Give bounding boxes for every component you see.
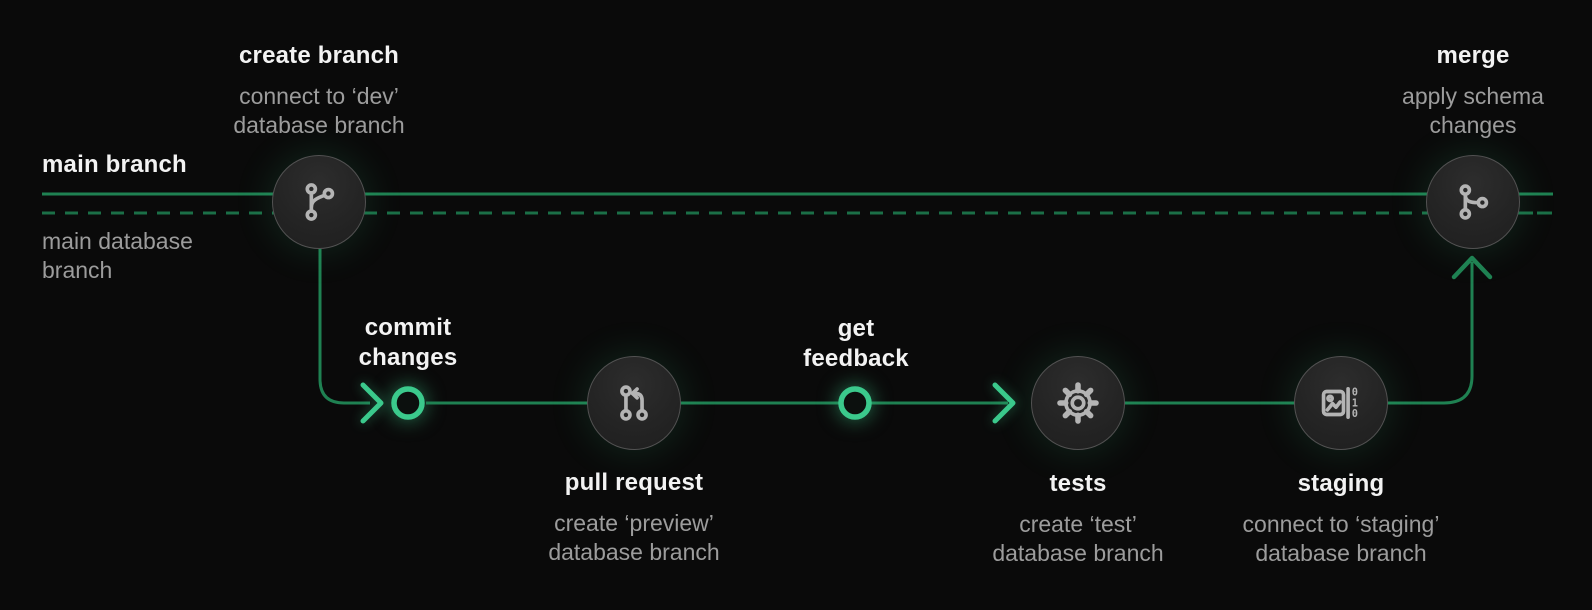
merge-approach-curve — [1388, 262, 1474, 405]
merge-title: merge — [1436, 42, 1510, 69]
node-tests — [1031, 356, 1125, 450]
arrow-right-icon — [992, 382, 1016, 424]
git-branch-icon — [305, 183, 335, 221]
svg-text:1: 1 — [1352, 397, 1358, 409]
commit-changes-title: commit changes — [358, 314, 458, 371]
gear-icon — [1057, 382, 1099, 424]
node-pull-request — [587, 356, 681, 450]
node-create-branch — [272, 155, 366, 249]
node-merge — [1426, 155, 1520, 249]
merge-subtitle: apply schema changes — [1402, 83, 1544, 138]
label-get-feedback: get feedback — [803, 314, 909, 374]
create-branch-subtitle: connect to ‘dev’ database branch — [233, 83, 405, 138]
staging-subtitle: connect to ‘staging’ database branch — [1242, 511, 1440, 566]
arrow-up-icon — [1451, 255, 1493, 280]
pull-request-title: pull request — [564, 469, 704, 496]
label-create-branch: create branch connect to ‘dev’ database … — [233, 42, 404, 140]
label-main-branch: main branch — [42, 151, 187, 179]
label-main-database-branch: main database branch — [42, 227, 193, 285]
label-commit-changes: commit changes — [359, 313, 458, 373]
commit-point-marker — [391, 386, 425, 420]
svg-text:0: 0 — [1352, 408, 1358, 420]
create-branch-title: create branch — [238, 42, 400, 69]
label-pull-request: pull request create ‘preview’ database b… — [548, 469, 719, 567]
arrow-right-icon — [360, 382, 384, 424]
main-database-branch-text: main database branch — [42, 228, 193, 283]
tests-subtitle: create ‘test’ database branch — [992, 511, 1164, 566]
feedback-point-marker — [838, 386, 872, 420]
image-binary-icon: 0 1 0 — [1321, 387, 1358, 420]
tests-title: tests — [1049, 470, 1107, 497]
git-pull-request-icon — [620, 385, 648, 421]
node-staging: 0 1 0 — [1294, 356, 1388, 450]
label-tests: tests create ‘test’ database branch — [992, 470, 1163, 568]
staging-title: staging — [1297, 470, 1385, 497]
main-branch-title: main branch — [42, 151, 187, 178]
svg-text:0: 0 — [1352, 387, 1358, 399]
pull-request-subtitle: create ‘preview’ database branch — [548, 510, 720, 565]
label-merge: merge apply schema changes — [1402, 42, 1544, 140]
feature-branch-curve — [318, 248, 370, 405]
git-merge-icon — [1459, 184, 1489, 220]
label-staging: staging connect to ‘staging’ database br… — [1243, 470, 1440, 568]
get-feedback-title: get feedback — [803, 315, 909, 372]
